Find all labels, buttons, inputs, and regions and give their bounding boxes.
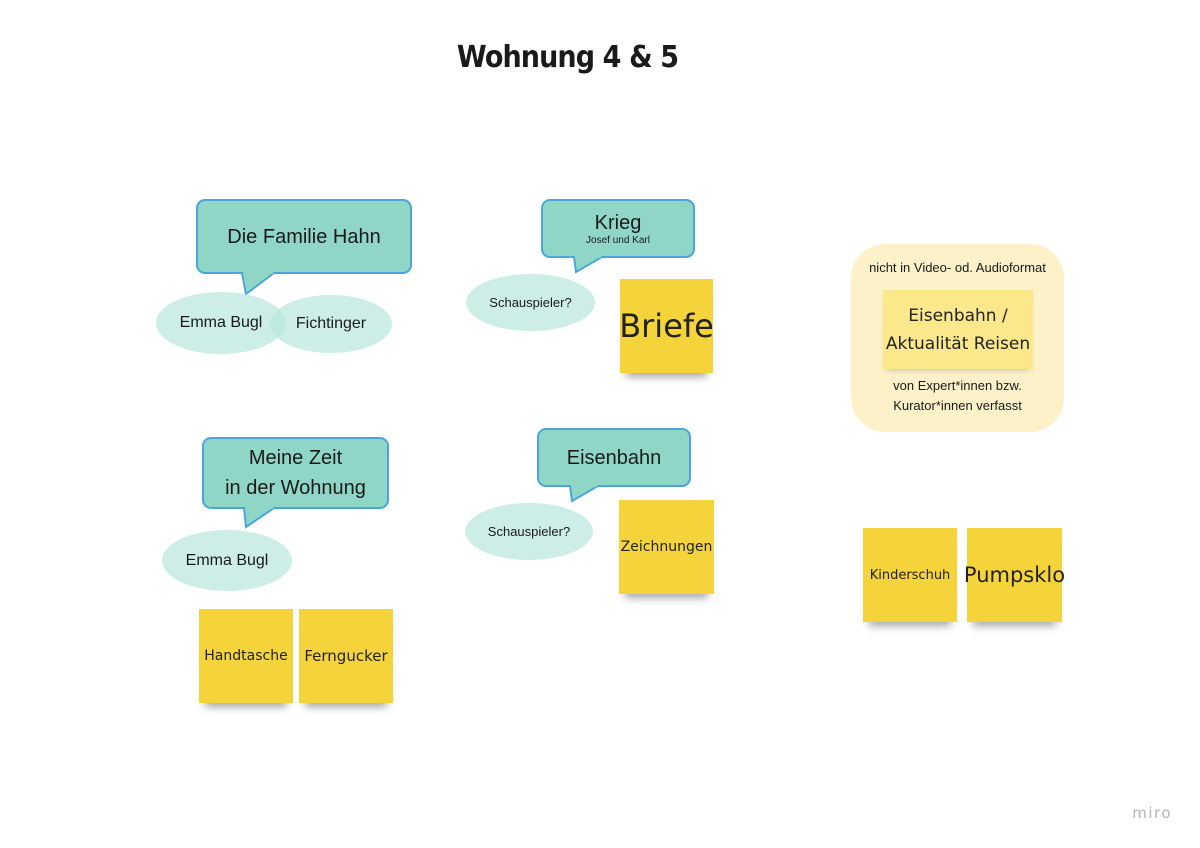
group-header-text: nicht in Video- od. Audioformat [869,260,1046,275]
speech-bubble-familie-hahn[interactable]: Die Familie Hahn [196,199,412,274]
ellipse-label: Emma Bugl [179,314,263,331]
ellipse-schauspieler-2[interactable]: Schauspieler? [465,503,593,560]
speech-bubble-meine-zeit[interactable]: Meine Zeit in der Wohnung [202,437,389,509]
ellipse-label: Schauspieler? [487,524,571,539]
sticky-label: Kinderschuh [869,567,951,583]
ellipse-emma-bugl[interactable]: Emma Bugl [156,292,286,354]
sticky-note-ferngucker[interactable]: Ferngucker [299,609,393,703]
sticky-label-line2: Aktualität Reisen [885,333,1031,354]
sticky-label-line1: Eisenbahn / [908,305,1008,326]
group-footer-line2: Kurator*innen verfasst [893,398,1022,413]
sticky-note-eisenbahn-reisen[interactable]: Eisenbahn / Aktualität Reisen [883,290,1033,369]
speech-bubble-eisenbahn[interactable]: Eisenbahn [537,428,691,487]
ellipse-label: Fichtinger [295,315,367,332]
sticky-note-briefe[interactable]: Briefe [619,279,714,373]
speech-bubble-tail [241,271,275,296]
bubble-label: Krieg [594,211,642,234]
bubble-label: Eisenbahn [566,446,662,469]
sticky-note-zeichnungen[interactable]: Zeichnungen [619,500,714,594]
sticky-label: Handtasche [204,648,288,664]
sticky-note-handtasche[interactable]: Handtasche [199,609,293,703]
ellipse-label: Schauspieler? [489,295,572,310]
sticky-note-kinderschuh[interactable]: Kinderschuh [863,528,957,622]
sticky-note-pumpsklo[interactable]: Pumpsklo [963,528,1066,622]
sticky-label: Pumpsklo [963,563,1066,587]
ellipse-label: Emma Bugl [185,551,269,569]
bubble-sublabel: Josef und Karl [586,234,650,246]
bubble-label: Die Familie Hahn [227,225,381,248]
sticky-label: Briefe [619,307,714,345]
ellipse-schauspieler-1[interactable]: Schauspieler? [466,274,595,331]
sticky-label: Zeichnungen [620,539,713,555]
sticky-label: Ferngucker [304,647,388,665]
group-footer-text: von Expert*innen bzw. Kurator*innen verf… [851,376,1064,416]
speech-bubble-tail [569,484,599,503]
speech-bubble-tail [573,255,603,274]
bubble-label-line2: in der Wohnung [225,477,366,499]
board-title: Wohnung 4 & 5 [456,40,679,75]
bubble-label-line1: Meine Zeit [248,447,343,469]
miro-watermark: miro [1132,804,1172,822]
speech-bubble-krieg[interactable]: Krieg Josef und Karl [541,199,695,258]
ellipse-emma-bugl-2[interactable]: Emma Bugl [162,530,292,591]
group-footer-line1: von Expert*innen bzw. [893,378,1022,393]
ellipse-fichtinger[interactable]: Fichtinger [270,295,392,353]
speech-bubble-tail [243,506,275,529]
